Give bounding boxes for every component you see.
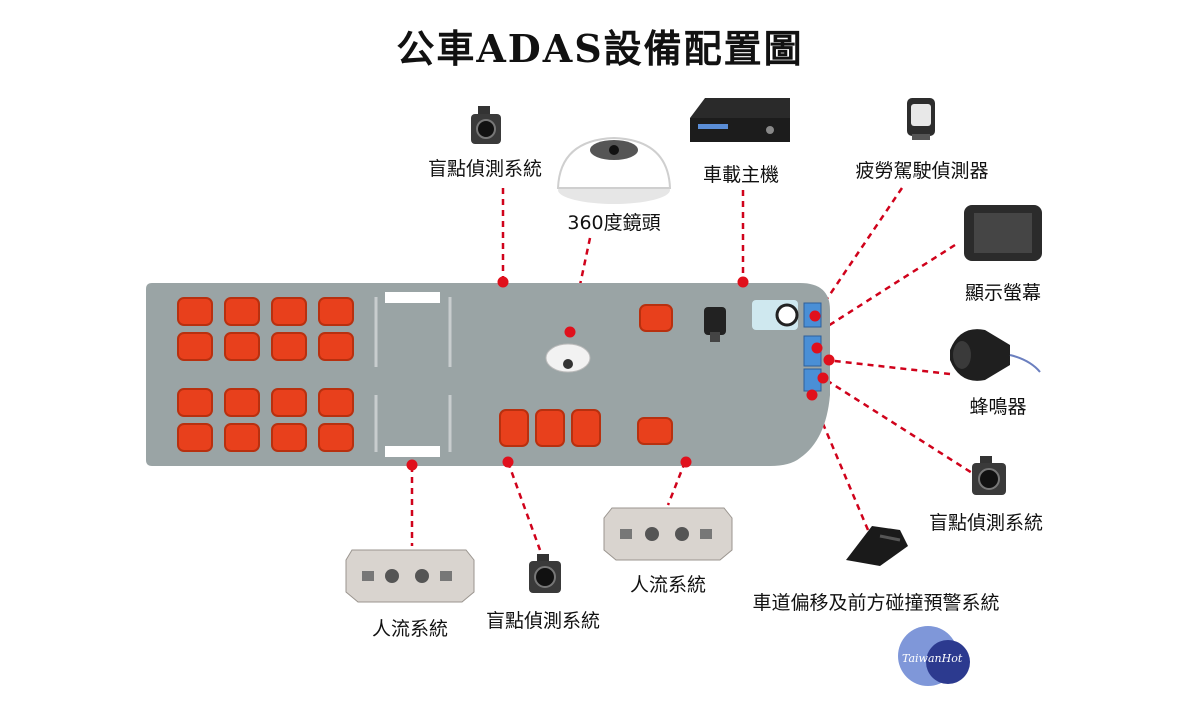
mount-point (406, 459, 418, 471)
mount-point (809, 310, 821, 322)
seat (499, 409, 529, 447)
label-lane-collision: 車道偏移及前方碰撞預警系統 (752, 592, 1000, 614)
people-flow-sensor-icon (603, 507, 733, 561)
mount-point (680, 456, 692, 468)
steering-wheel-icon (775, 303, 799, 327)
mount-point (737, 276, 749, 288)
seat (571, 409, 601, 447)
seat (271, 297, 307, 326)
seat (224, 297, 260, 326)
label-blind-spot-top: 盲點偵測系統 (427, 158, 543, 180)
seat (271, 332, 307, 361)
seat-group-rear (177, 297, 354, 452)
label-buzzer: 蜂鳴器 (969, 396, 1027, 418)
taiwanhot-logo: TaiwanHot (898, 626, 970, 686)
seat (177, 297, 213, 326)
seat (318, 332, 354, 361)
seat (177, 332, 213, 361)
leader-display (816, 243, 956, 335)
leader-blind-spot-bottom (506, 461, 542, 551)
camera-360-dome-icon (556, 136, 672, 204)
mount-point (823, 354, 835, 366)
label-fatigue-detector: 疲勞駕駛偵測器 (855, 160, 989, 182)
seat (535, 409, 565, 447)
mount-point (817, 372, 829, 384)
seat (318, 388, 354, 417)
people-flow-sensor-icon (345, 549, 475, 603)
label-people-flow-mid: 人流系統 (629, 574, 707, 596)
leader-fatigue-detector (814, 187, 904, 316)
seat (177, 388, 213, 417)
seat (177, 423, 213, 452)
seat (224, 332, 260, 361)
blind-spot-camera-icon (972, 456, 1006, 495)
camera-360-mounted-icon (545, 343, 591, 373)
page-title: 公車ADAS設備配置圖 (396, 26, 804, 71)
lane-collision-device-icon (846, 526, 908, 566)
door-opening-bottom (385, 446, 440, 457)
door-opening-top (385, 292, 440, 303)
label-blind-spot-right: 盲點偵測系統 (928, 512, 1044, 534)
mount-point (806, 389, 818, 401)
mount-point (564, 326, 576, 338)
label-host-unit: 車載主機 (702, 164, 780, 186)
seat (318, 423, 354, 452)
blind-spot-camera-icon (471, 106, 501, 144)
mount-point (502, 456, 514, 468)
blind-spot-camera-icon (529, 554, 561, 593)
seat (639, 304, 673, 332)
label-people-flow-left: 人流系統 (371, 618, 449, 640)
seat (318, 297, 354, 326)
seat (271, 423, 307, 452)
vehicle-host-unit-icon (690, 98, 790, 142)
seat (637, 417, 673, 445)
leader-buzzer (825, 358, 951, 376)
display-monitor-icon (964, 205, 1042, 261)
svg-text:TaiwanHot: TaiwanHot (902, 652, 963, 665)
label-blind-spot-bottom: 盲點偵測系統 (485, 610, 601, 632)
seat (271, 388, 307, 417)
mount-point (497, 276, 509, 288)
leader-people-flow-mid (666, 461, 687, 506)
label-360-camera: 360度鏡頭 (567, 212, 661, 234)
rear-door (374, 292, 452, 457)
mount-points (406, 276, 835, 471)
interior-buzzer-icon (704, 307, 726, 342)
mount-point (811, 342, 823, 354)
seat (224, 423, 260, 452)
leader-blind-spot-right (822, 376, 981, 480)
label-display: 顯示螢幕 (964, 282, 1042, 304)
seat-group-front (499, 304, 673, 447)
fatigue-detector-icon (907, 98, 935, 140)
buzzer-speaker-icon (950, 329, 1041, 381)
seat (224, 388, 260, 417)
